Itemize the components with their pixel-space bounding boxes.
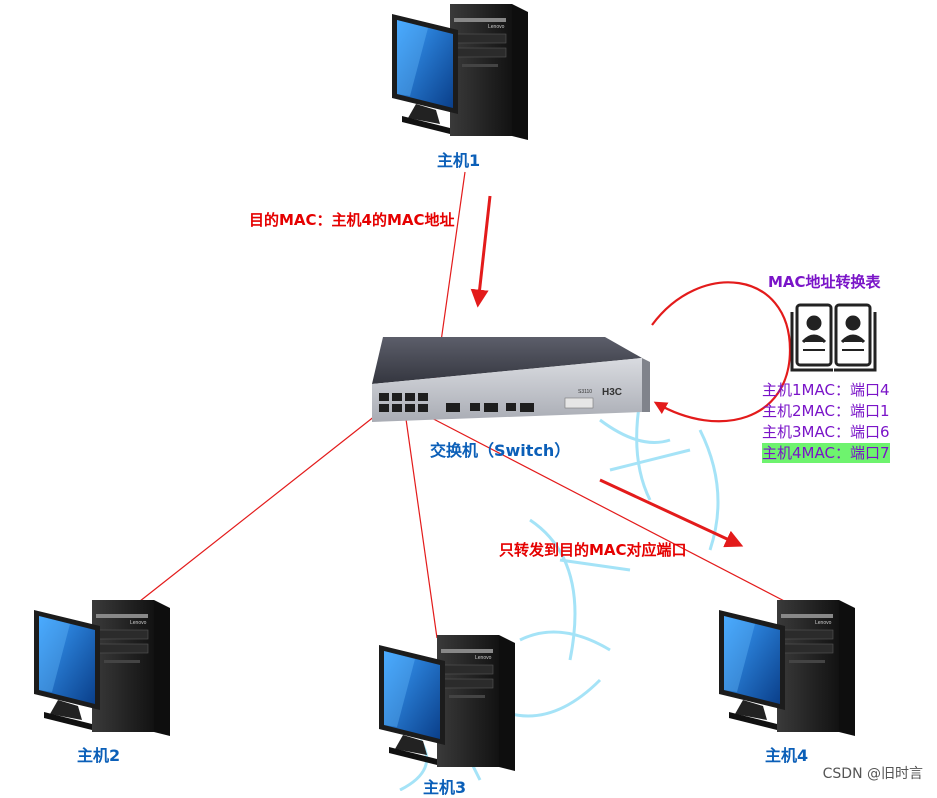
forward-annotation: 只转发到目的MAC对应端口: [499, 541, 687, 559]
pc-host4: [718, 600, 856, 737]
switch-model: S3110: [578, 389, 592, 395]
lookup-arrow: [651, 281, 792, 423]
pc-brand-2: Lenovo: [130, 620, 147, 626]
dest-mac-annotation: 目的MAC：主机4的MAC地址: [249, 211, 455, 229]
switch-brand: H3C: [602, 387, 622, 398]
host4-label: 主机4: [765, 746, 809, 765]
pc-brand-3: Lenovo: [475, 655, 492, 661]
pc-host3: [378, 635, 516, 772]
switch-label: 交换机（Switch）: [430, 441, 571, 460]
mac-table-row: 主机3MAC：端口6: [762, 423, 890, 441]
mac-table-row: 主机2MAC：端口1: [762, 402, 890, 420]
pc-host1: [391, 4, 529, 141]
dest-mac-arrow: [470, 195, 492, 308]
forward-arrow: [599, 478, 744, 548]
link-host4: [419, 411, 793, 606]
book-icon: [790, 303, 877, 372]
pc-host2: [33, 600, 171, 737]
link-host3: [404, 411, 438, 639]
footer-credit: CSDN @旧时言: [822, 766, 923, 782]
mac-table-title: MAC地址转换表: [768, 273, 881, 291]
pc-brand-1: Lenovo: [488, 24, 505, 30]
host3-label: 主机3: [423, 778, 467, 797]
host2-label: 主机2: [77, 746, 121, 765]
switch-device: H3C S3110: [372, 337, 650, 422]
host1-label: 主机1: [437, 151, 481, 170]
mac-table-row-highlighted: 主机4MAC：端口7: [762, 443, 890, 463]
mac-table-row: 主机1MAC：端口4: [762, 381, 890, 399]
switch-ports: [379, 393, 534, 412]
link-host2: [134, 411, 381, 606]
pc-brand-4: Lenovo: [815, 620, 832, 626]
